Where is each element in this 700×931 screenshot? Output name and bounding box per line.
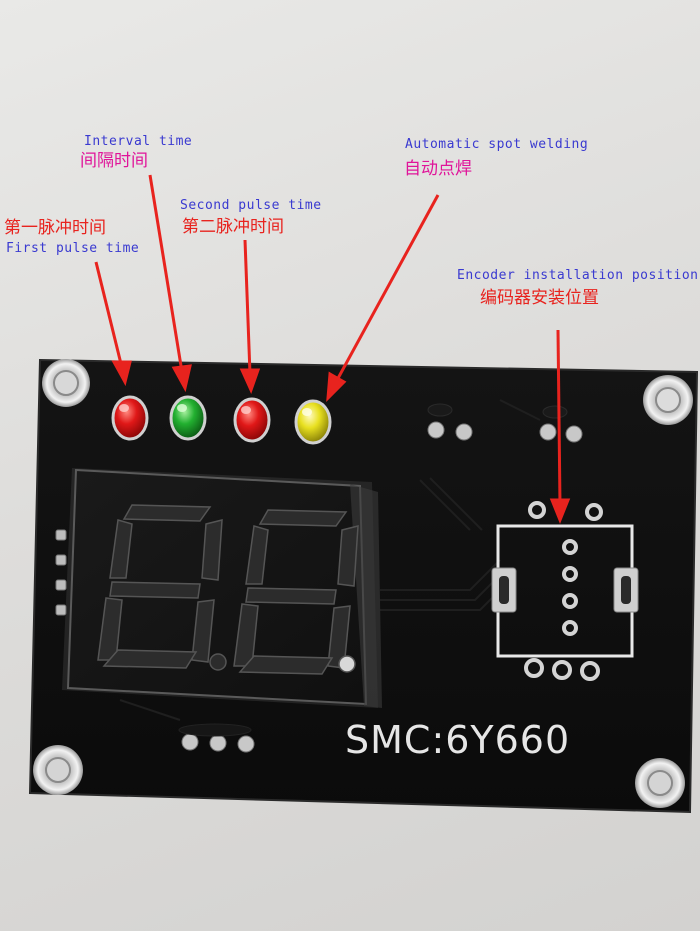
led-yellow-auto-weld [294, 399, 332, 445]
label-second-pulse-zh: 第二脉冲时间 [182, 217, 284, 237]
arrow-auto-weld [334, 194, 440, 383]
arrow-second-pulse [243, 239, 252, 375]
mounting-hole-bottom-left [33, 745, 83, 795]
mounting-hole-top-right [643, 375, 693, 425]
component-pads-top [427, 403, 583, 443]
mounting-hole-bottom-right [635, 758, 685, 808]
display-digit-2 [233, 509, 359, 675]
arrow-encoder [556, 329, 562, 506]
led-green-interval [169, 395, 207, 441]
bottom-pads [178, 723, 255, 753]
label-first-pulse-zh: 第一脉冲时间 [4, 218, 106, 238]
led-red-second-pulse [233, 397, 271, 443]
encoder-pads [524, 501, 603, 681]
label-interval-en: Interval time [84, 134, 193, 149]
label-encoder-en: Encoder installation position [457, 268, 699, 283]
label-first-pulse-en: First pulse time [6, 241, 140, 256]
led-red-first-pulse [111, 395, 149, 441]
annotation-arrows [94, 174, 571, 525]
display-digit-1 [97, 504, 227, 671]
label-second-pulse-en: Second pulse time [180, 198, 322, 213]
mounting-hole-top-left [42, 359, 90, 407]
left-header-pins [55, 529, 67, 616]
pcb-silkscreen-label: SMC:6Y660 [345, 718, 571, 762]
label-interval-zh: 间隔时间 [80, 151, 148, 171]
seven-segment-display [62, 468, 382, 708]
label-encoder-zh: 编码器安装位置 [480, 288, 599, 308]
encoder-footprint [491, 524, 639, 658]
arrow-first-pulse [94, 261, 124, 369]
label-auto-weld-en: Automatic spot welding [405, 137, 589, 152]
arrow-interval [148, 174, 184, 373]
label-auto-weld-zh: 自动点焊 [404, 159, 472, 179]
